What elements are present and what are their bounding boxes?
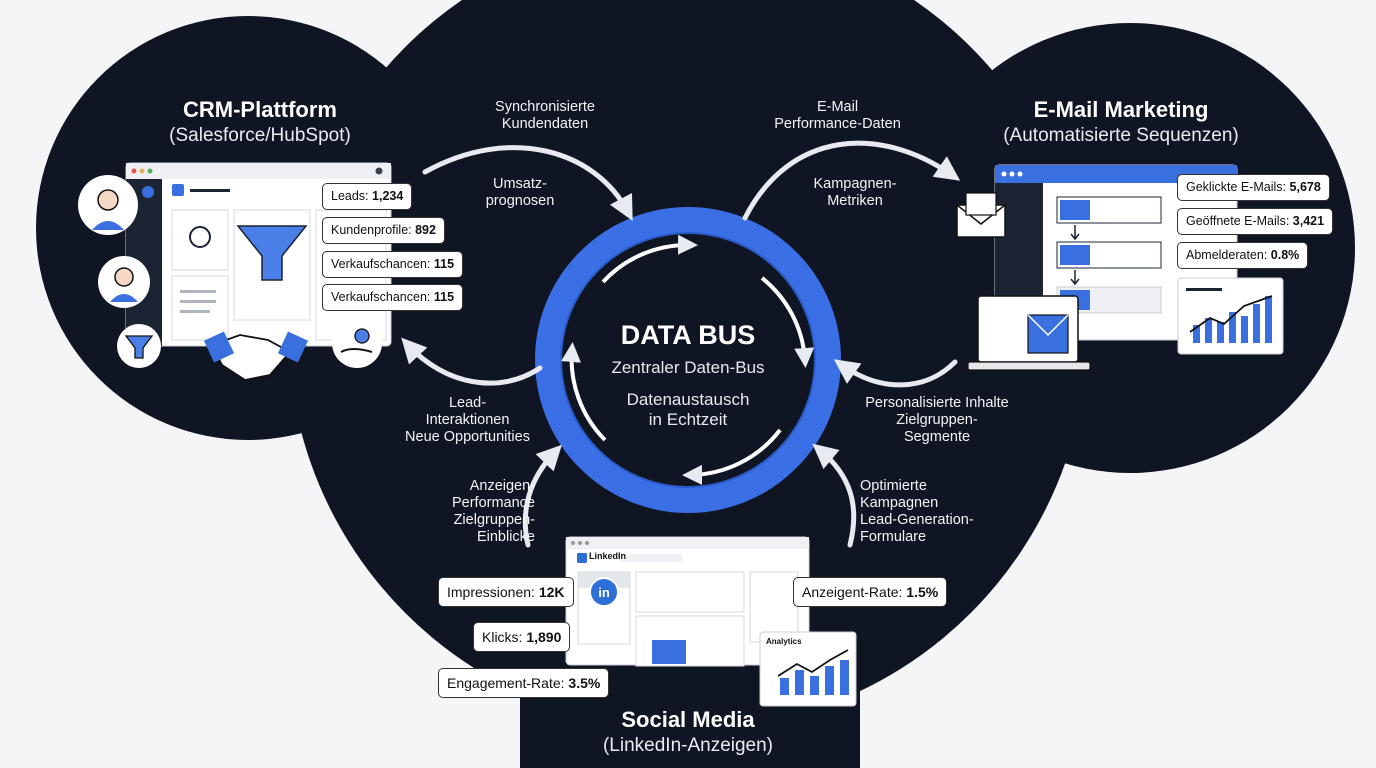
analytics-chart-icon — [759, 631, 857, 707]
crm-metric-opportunities: Verkaufschancen: 115 — [322, 251, 464, 278]
social-title: Social Media — [621, 707, 755, 732]
flow-arrows — [401, 140, 961, 548]
social-subtitle: (LinkedIn-Anzeigen) — [602, 735, 774, 756]
social-metric-impressions: Impressionen: 12K — [438, 577, 574, 607]
social-metric-clicks: Klicks: 1,890 — [473, 622, 571, 652]
data-bus-line-1: Datenaustausch — [626, 390, 750, 409]
linkedin-app-name: LinkedIn — [589, 551, 627, 561]
crm-metric-profiles: Kundenprofile: 892 — [322, 217, 445, 244]
laptop-icon — [967, 295, 1091, 371]
analytics-label: Analytics — [766, 637, 802, 646]
crm-metric-leads: Leads: 1,234 — [322, 183, 413, 210]
crm-title-block: CRM-Plattform (Salesforce/HubSpot) — [140, 96, 380, 148]
flow-label-bus-to-email-2: Kampagnen-Metriken — [813, 176, 897, 209]
woman-avatar-icon — [78, 175, 154, 235]
flow-label-crm-to-bus-2: Umsatz-prognosen — [485, 176, 555, 209]
email-title-block: E-Mail Marketing (Automatisierte Sequenz… — [980, 96, 1262, 148]
crm-metric-opportunities-2: Verkaufschancen: 115 — [322, 284, 464, 311]
social-metric-ad-rate: Anzeigent-Rate: 1.5% — [793, 577, 948, 607]
linkedin-window — [565, 536, 810, 667]
email-subtitle: (Automatisierte Sequenzen) — [1003, 125, 1239, 146]
data-bus-label: DATA BUS Zentraler Daten-Bus Datenaustau… — [588, 318, 788, 430]
man-avatar-icon — [98, 256, 150, 308]
crm-subtitle: (Salesforce/HubSpot) — [169, 125, 351, 146]
email-title: E-Mail Marketing — [1033, 97, 1209, 122]
email-analytics-card — [1177, 277, 1284, 355]
svg-text:in: in — [598, 585, 610, 600]
email-metric-opened: Geöffnete E-Mails: 3,421 — [1177, 208, 1334, 235]
data-bus-line-2: in Echtzeit — [648, 410, 728, 429]
data-bus-ring — [535, 207, 841, 513]
funnel-icon — [117, 324, 161, 368]
envelope-icon — [956, 192, 1006, 238]
linkedin-icon: in — [589, 577, 619, 607]
data-bus-title: DATA BUS — [620, 320, 756, 350]
email-metric-unsubscribe: Abmelderaten: 0.8% — [1177, 242, 1309, 269]
social-title-block: Social Media (LinkedIn-Anzeigen) — [588, 706, 788, 758]
money-hand-icon — [332, 318, 382, 368]
crm-title: CRM-Plattform — [183, 97, 337, 122]
social-metric-engagement: Engagement-Rate: 3.5% — [438, 668, 610, 698]
data-bus-subtitle: Zentraler Daten-Bus — [611, 358, 765, 377]
email-metric-clicked: Geklickte E-Mails: 5,678 — [1177, 174, 1330, 201]
handshake-icon — [203, 331, 309, 381]
